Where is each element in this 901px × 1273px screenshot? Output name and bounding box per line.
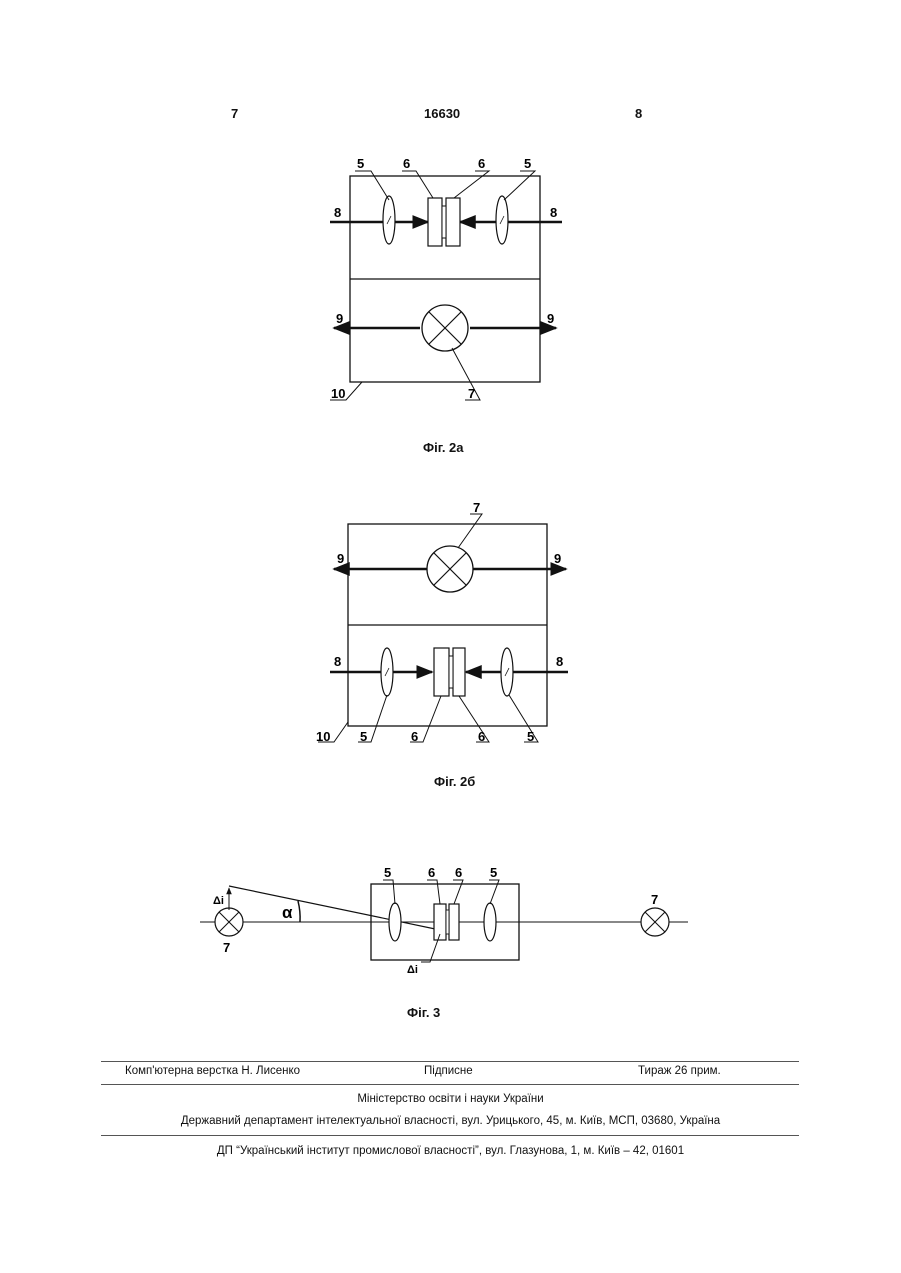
fig3-lens-left [389,903,401,941]
fig2b-plate-left [434,648,449,696]
fig3-lamp-right-icon [641,908,669,936]
footer-rule-bottom [101,1135,799,1136]
fig2b-label-body: 10 [316,729,330,744]
footer-institute: ДП “Український інститут промислової вла… [0,1145,901,1157]
fig2b-label-plate-left: 6 [411,729,418,744]
figure-2b: 7 9 9 8 8 10 5 6 6 5 [0,498,901,758]
fig2b-label-9-left: 9 [337,551,344,566]
fig2b-label-8-left: 8 [334,654,341,669]
page-number-right: 8 [635,106,642,121]
footer-layout-by: Комп'ютерна верстка Н. Лисенко [125,1065,300,1077]
fig3-label-alpha: α [282,903,293,922]
fig2b-label-8-right: 8 [556,654,563,669]
fig3-lamp-left-icon [215,908,243,936]
fig2a-label-plate-right: 6 [478,156,485,171]
fig2a-label-lamp: 7 [468,386,475,401]
fig3-caption: Фіг. 3 [407,1005,440,1020]
fig3-lens-right [484,903,496,941]
fig2b-lamp-icon [427,546,473,592]
fig3-label-delta-bottom: Δi [407,964,418,976]
fig2b-plate-right [453,648,465,696]
page-number-left: 7 [231,106,238,121]
figure-2a: 5 6 6 5 8 8 9 9 10 7 [0,150,901,420]
fig3-label-lamp-right: 7 [651,892,658,907]
fig3-label-lamp-left: 7 [223,940,230,955]
patent-number: 16630 [424,106,460,121]
fig2b-label-9-right: 9 [554,551,561,566]
footer-rule-top [101,1061,799,1062]
fig2b-label-plate-right: 6 [478,729,485,744]
fig3-label-delta-left: Δi [213,895,224,907]
fig2a-caption: Фіг. 2а [423,440,464,455]
fig2a-label-9-left: 9 [336,311,343,326]
footer-ministry: Міністерство освіти і науки України [0,1093,901,1105]
fig3-plate-right [449,904,459,940]
fig3-label-plate-right: 6 [455,865,462,880]
fig2b-label-lens-right: 5 [527,729,534,744]
fig2a-label-9-right: 9 [547,311,554,326]
fig2a-lamp-icon [422,305,468,351]
fig2a-label-lens-left: 5 [357,156,364,171]
fig2a-plate-right [446,198,460,246]
figure-3: Δi α 7 5 6 6 5 Δi 7 [0,858,901,988]
fig3-label-lens-right: 5 [490,865,497,880]
fig2a-label-body: 10 [331,386,345,401]
fig2a-plate-left [428,198,442,246]
fig3-label-plate-left: 6 [428,865,435,880]
footer-department: Державний департамент інтелектуальної вл… [0,1115,901,1127]
footer-circulation: Тираж 26 прим. [638,1065,721,1077]
fig2b-label-lamp: 7 [473,500,480,515]
fig3-ray [229,886,440,930]
fig2b-caption: Фіг. 2б [434,774,475,789]
footer-rule-middle [101,1084,799,1085]
fig2a-label-8-left: 8 [334,205,341,220]
footer-signed: Підписне [424,1065,473,1077]
fig2a-label-lens-right: 5 [524,156,531,171]
fig2b-label-lens-left: 5 [360,729,367,744]
fig3-alpha-arc [298,901,300,922]
fig3-label-lens-left: 5 [384,865,391,880]
fig2a-label-8-right: 8 [550,205,557,220]
fig2a-label-plate-left: 6 [403,156,410,171]
